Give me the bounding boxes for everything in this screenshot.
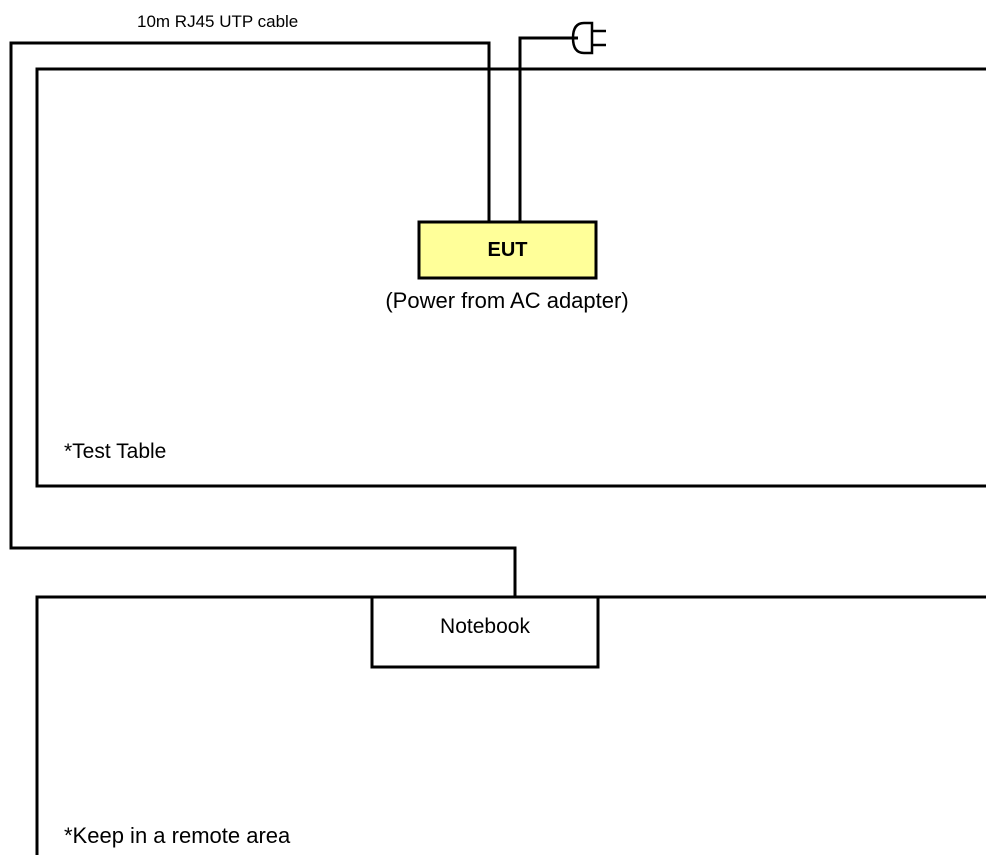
test-table-outline bbox=[35, 67, 986, 488]
remote-area-outline bbox=[35, 595, 986, 855]
eut-label: EUT bbox=[487, 239, 528, 261]
ac-power-plug-icon bbox=[571, 21, 606, 55]
remote-area-label: *Keep in a remote area bbox=[64, 823, 291, 848]
notebook-box bbox=[370, 595, 600, 669]
cable-label: 10m RJ45 UTP cable bbox=[137, 12, 299, 31]
test-table-label: *Test Table bbox=[64, 440, 167, 463]
power-cord-line bbox=[518, 36, 578, 222]
eut-power-caption: (Power from AC adapter) bbox=[385, 288, 629, 313]
notebook-label: Notebook bbox=[440, 615, 530, 638]
rj45-cable-line bbox=[9, 41, 517, 597]
eut-box bbox=[417, 220, 598, 280]
